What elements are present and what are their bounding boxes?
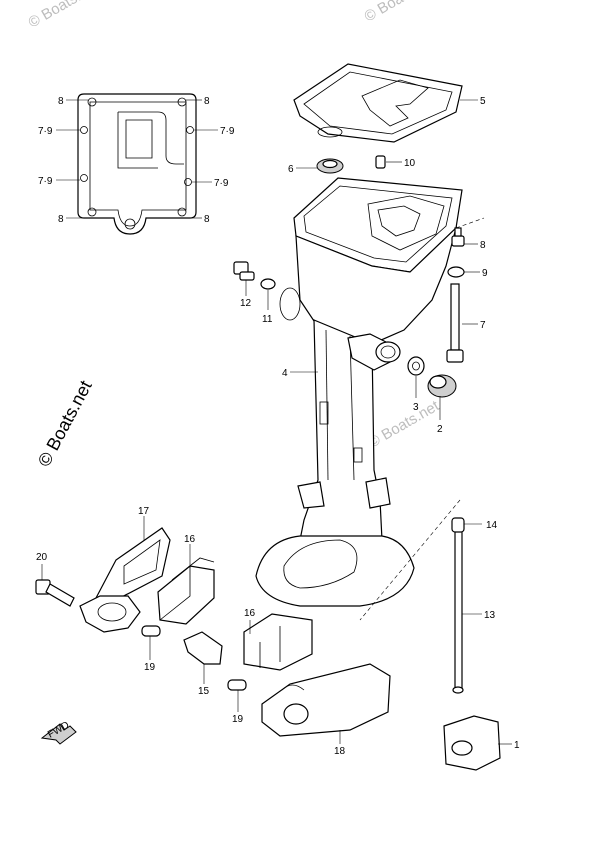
callout-1: 1 <box>514 740 520 751</box>
driveshaft-housing <box>255 177 463 607</box>
callout-16: 16 <box>184 534 196 545</box>
bolt-20 <box>35 579 75 607</box>
callout-labels: 8 8 7·9 7·9 7·9 7·9 8 8 5 6 10 8 9 12 11… <box>36 96 520 757</box>
rubber-mount-16a <box>157 557 215 625</box>
callout-19: 19 <box>232 714 244 725</box>
leader-lines <box>41 99 512 745</box>
mount-bracket <box>79 595 141 633</box>
callout-8: 8 <box>204 214 210 225</box>
callout-7-9: 7·9 <box>38 176 53 187</box>
callout-12: 12 <box>240 298 252 309</box>
callout-10: 10 <box>404 158 416 169</box>
callout-2: 2 <box>437 424 443 435</box>
plug-2 <box>427 374 457 398</box>
watermark-top-right: © Boats.net <box>362 0 439 25</box>
callout-17: 17 <box>138 506 150 517</box>
callout-8: 8 <box>480 240 486 251</box>
callout-5: 5 <box>480 96 486 107</box>
rod-13 <box>452 529 464 694</box>
callout-8: 8 <box>204 96 210 107</box>
callout-7-9: 7·9 <box>220 126 235 137</box>
plug-12 <box>233 261 255 281</box>
pin-19b <box>227 679 247 691</box>
callout-4: 4 <box>282 368 288 379</box>
gasket-5 <box>293 63 463 143</box>
callout-8: 8 <box>58 214 64 225</box>
callout-6: 6 <box>288 164 294 175</box>
callout-11: 11 <box>262 314 273 325</box>
callout-8: 8 <box>58 96 64 107</box>
callout-13: 13 <box>484 610 496 621</box>
callout-9: 9 <box>482 268 488 279</box>
dowel-pin-10 <box>375 155 386 169</box>
bolt-7 <box>446 283 464 363</box>
watermark-top-left: © Boats.net <box>26 0 103 31</box>
washer-9 <box>447 266 465 278</box>
rubber-mount-16b <box>243 613 313 671</box>
callout-7-9: 7·9 <box>214 178 229 189</box>
watermark-middle: © Boats.net <box>366 397 443 451</box>
callout-7-9: 7·9 <box>38 126 53 137</box>
callout-3: 3 <box>413 402 419 413</box>
callout-7: 7 <box>480 320 486 331</box>
bracket-1 <box>443 715 501 771</box>
callout-15: 15 <box>198 686 210 697</box>
callout-14: 14 <box>486 520 498 531</box>
lower-cover-18 <box>261 663 391 737</box>
callout-20: 20 <box>36 552 48 563</box>
callout-16: 16 <box>244 608 256 619</box>
seal-6 <box>316 158 344 174</box>
grommet-14 <box>451 517 465 533</box>
bolt-8 <box>451 227 465 247</box>
gasket-11 <box>260 278 276 290</box>
gasket-detail <box>77 93 197 235</box>
washer-3 <box>407 356 425 376</box>
callout-19: 19 <box>144 662 156 673</box>
fwd-arrow-icon: FWD <box>40 720 77 745</box>
pin-19a <box>141 625 161 637</box>
watermark-side: © Boats.net <box>34 377 96 470</box>
clip-15 <box>183 631 223 665</box>
callout-18: 18 <box>334 746 346 757</box>
